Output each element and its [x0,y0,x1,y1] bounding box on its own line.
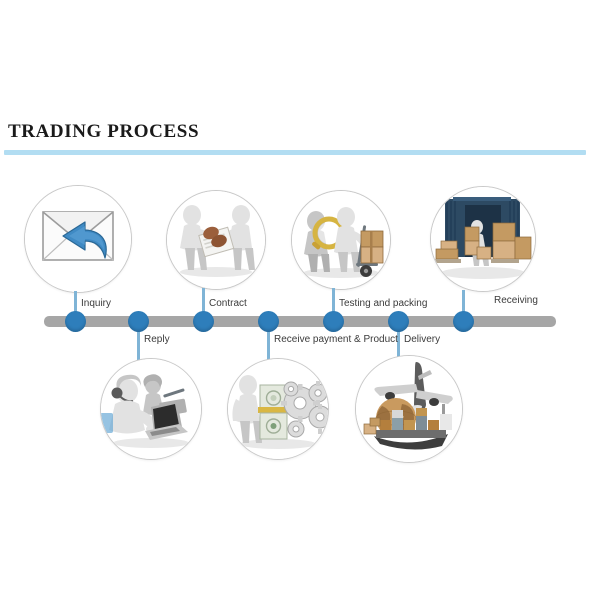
inspection-handtruck-icon [292,191,390,289]
timeline-label-receive-payment-product: Receive payment & Product [274,334,398,345]
timeline-bar [44,316,556,327]
timeline-label-testing-and-packing: Testing and packing [339,298,428,309]
timeline-dot-testing-and-packing[interactable] [322,311,344,332]
step-photo-inquiry [24,185,132,293]
step-photo-receive-payment-product [227,358,329,460]
airplane-globe-ship-icon [356,356,462,462]
envelope-reply-icon [25,186,131,292]
timeline-dot-delivery[interactable] [387,311,409,332]
timeline-label-reply: Reply [144,334,170,345]
payment-gears-icon [228,359,328,459]
step-photo-contract [166,190,266,290]
timeline-label-contract: Contract [209,298,247,309]
connector-delivery [396,324,400,360]
step-photo-receiving [430,186,536,292]
step-photo-delivery [355,355,463,463]
timeline-dot-receiving[interactable] [452,311,474,332]
connector-inquiry [73,291,77,315]
step-photo-reply [100,358,202,460]
timeline-dot-receive-payment-product[interactable] [257,311,279,332]
connector-contract [201,288,205,315]
timeline-dot-contract[interactable] [192,311,214,332]
call-center-headset-icon [101,359,201,459]
handshake-contract-icon [167,191,265,289]
page-title: TRADING PROCESS [8,121,200,142]
timeline-label-delivery: Delivery [404,334,441,345]
shipping-container-icon [431,187,535,291]
timeline-dot-reply[interactable] [127,311,149,332]
title-underline-rule [4,150,586,155]
timeline-label-inquiry: Inquiry [81,298,112,309]
timeline-label-receiving: Receiving [494,295,538,306]
connector-receiving [461,290,465,315]
connector-reply [136,324,140,360]
timeline-dot-inquiry[interactable] [64,311,86,332]
step-photo-testing-and-packing [291,190,391,290]
connector-receive-payment-product [266,324,270,360]
connector-testing-and-packing [331,288,335,315]
